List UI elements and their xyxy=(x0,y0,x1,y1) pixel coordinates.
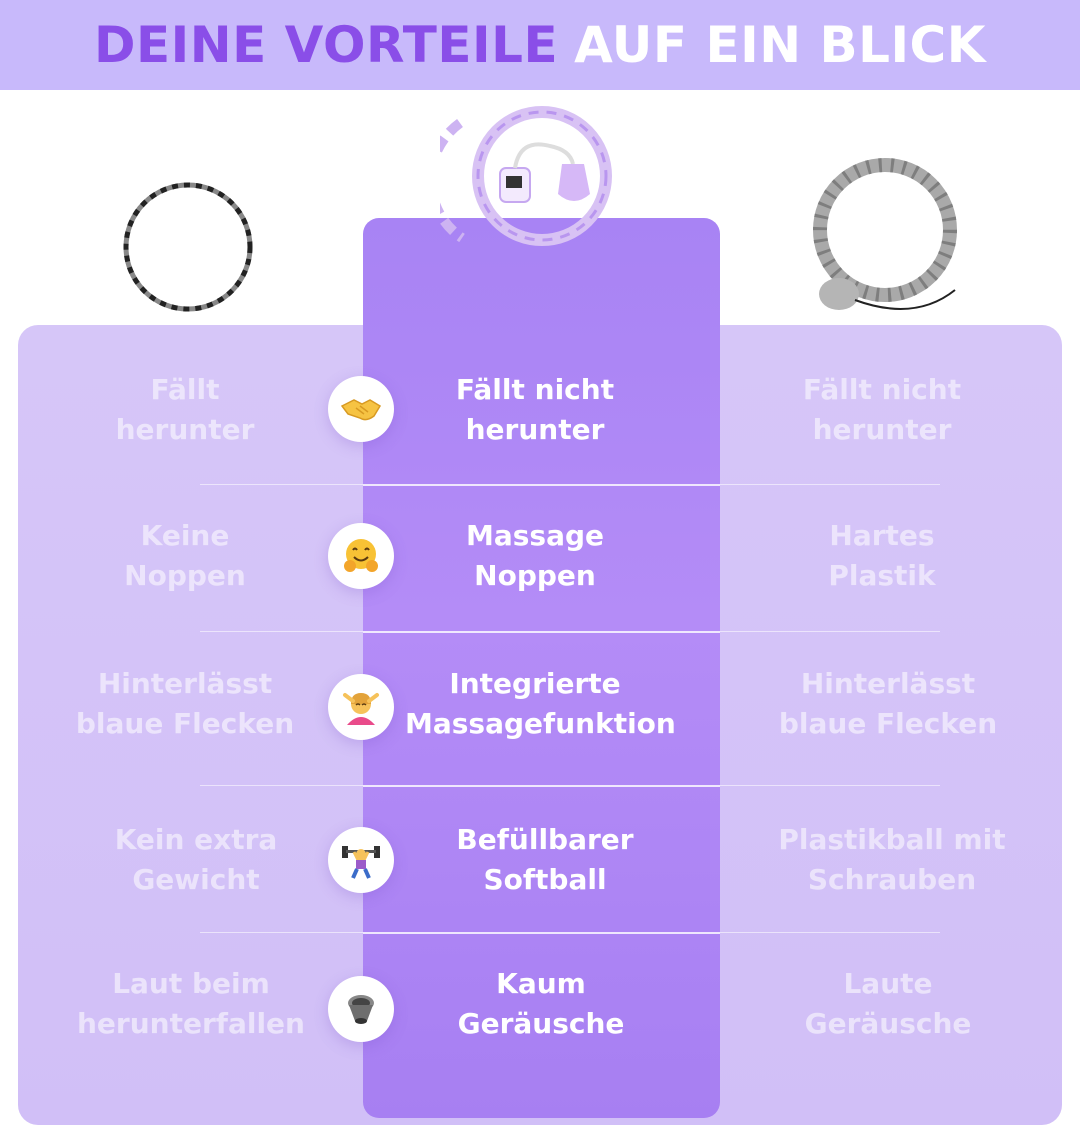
hugging-face-icon xyxy=(328,523,394,589)
row-divider xyxy=(363,932,720,934)
center-cell-nubs: Massage Noppen xyxy=(405,516,665,596)
row-divider xyxy=(200,932,363,933)
cell-line: Softball xyxy=(483,863,607,896)
row-divider xyxy=(363,785,720,787)
row-divider xyxy=(200,785,363,786)
cell-line: Kaum xyxy=(496,967,586,1000)
speaker-icon xyxy=(328,976,394,1042)
cell-line: herunter xyxy=(115,413,255,446)
row-divider xyxy=(720,932,940,933)
center-cell-softball: Befüllbarer Softball xyxy=(415,820,675,900)
cell-line: Hartes xyxy=(829,519,935,552)
title-part-1: DEINE VORTEILE xyxy=(94,16,559,74)
cell-line: herunterfallen xyxy=(77,1007,305,1040)
left-cell-noise: Laut beim herunterfallen xyxy=(61,964,321,1044)
cell-line: Noppen xyxy=(124,559,246,592)
cell-line: Fällt nicht xyxy=(802,373,962,406)
cell-line: Noppen xyxy=(474,559,596,592)
right-cell-falls: Fällt nicht herunter xyxy=(752,370,1012,450)
cell-line: blaue Flecken xyxy=(778,707,998,740)
row-divider xyxy=(200,484,363,485)
center-cell-noise: Kaum Geräusche xyxy=(411,964,671,1044)
cell-line: Befüllbarer xyxy=(456,823,634,856)
right-cell-noise: Laute Geräusche xyxy=(758,964,1018,1044)
cell-line: Hinterlässt xyxy=(97,667,273,700)
cell-line: Plastikball mit xyxy=(778,823,1006,856)
cell-line: Massagefunktion xyxy=(405,707,676,740)
center-cell-falls: Fällt nicht herunter xyxy=(405,370,665,450)
row-divider xyxy=(720,631,940,632)
cell-line: herunter xyxy=(465,413,605,446)
row-divider xyxy=(720,484,940,485)
cell-line: Fällt nicht xyxy=(455,373,615,406)
cell-line: Integrierte xyxy=(449,667,621,700)
cell-line: Kein extra xyxy=(114,823,278,856)
row-divider xyxy=(363,631,720,633)
cell-line: Laute xyxy=(843,967,933,1000)
row-divider xyxy=(720,785,940,786)
cell-line: Geräusche xyxy=(804,1007,972,1040)
left-cell-nubs: Keine Noppen xyxy=(55,516,315,596)
weightlifter-icon xyxy=(328,827,394,893)
classic-hoop-icon xyxy=(123,182,253,312)
cell-line: Fällt xyxy=(150,373,220,406)
cell-line: Plastik xyxy=(828,559,936,592)
right-cell-screws: Plastikball mit Schrauben xyxy=(762,820,1022,900)
cell-line: Massage xyxy=(465,519,605,552)
cell-line: Hinterlässt xyxy=(800,667,976,700)
smart-hoop-icon xyxy=(440,106,612,246)
left-cell-falls: Fällt herunter xyxy=(55,370,315,450)
row-divider xyxy=(200,631,363,632)
center-cell-massage: Integrierte Massagefunktion xyxy=(405,664,676,744)
left-cell-weight: Kein extra Gewicht xyxy=(66,820,326,900)
highlight-column xyxy=(363,218,720,1118)
cell-line: Gewicht xyxy=(132,863,260,896)
cell-line: herunter xyxy=(812,413,952,446)
right-cell-bruises: Hinterlässt blaue Flecken xyxy=(758,664,1018,744)
handshake-icon xyxy=(328,376,394,442)
cell-line: Laut beim xyxy=(112,967,270,1000)
plastic-smart-hoop-icon xyxy=(813,158,957,310)
header-banner: DEINE VORTEILE AUF EIN BLICK xyxy=(0,0,1080,90)
title-part-2: AUF EIN BLICK xyxy=(574,16,986,74)
cell-line: Schrauben xyxy=(807,863,977,896)
right-cell-nubs: Hartes Plastik xyxy=(752,516,1012,596)
cell-line: Geräusche xyxy=(457,1007,625,1040)
row-divider xyxy=(363,484,720,486)
cell-line: Keine xyxy=(140,519,230,552)
left-cell-bruises: Hinterlässt blaue Flecken xyxy=(55,664,315,744)
massage-person-icon xyxy=(328,674,394,740)
cell-line: blaue Flecken xyxy=(75,707,295,740)
